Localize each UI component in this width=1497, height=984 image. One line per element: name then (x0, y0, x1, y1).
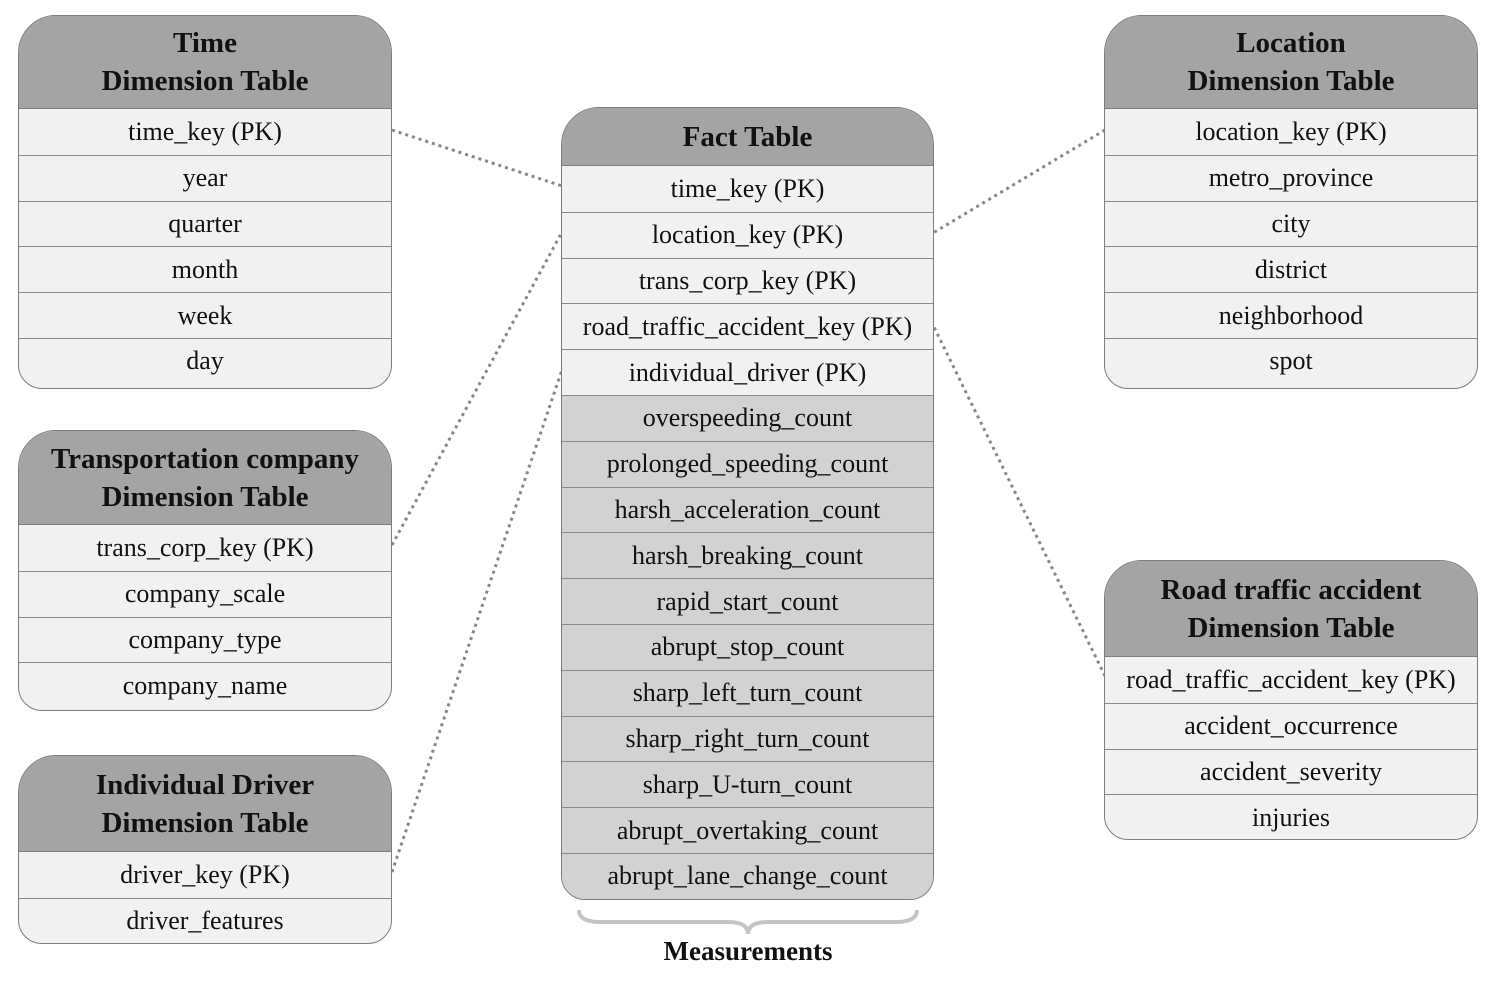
location-table-title-line1: Location (1236, 27, 1346, 59)
transport-table-title-line2: Dimension Table (101, 480, 309, 513)
driver-table-title-line2: Dimension Table (101, 806, 309, 839)
transport-table-row: company_name (19, 662, 391, 708)
location-table-row: metro_province (1105, 154, 1477, 201)
fact-measure-row: sharp_U-turn_count (562, 761, 933, 808)
transport-table-row: trans_corp_key (PK) (96, 532, 314, 562)
accident-table-row: accident_severity (1105, 748, 1477, 795)
fact-measure-row: abrupt_stop_count (562, 623, 933, 670)
fact-measure-row: harsh_breaking_count (562, 532, 933, 579)
time-table-row: time_key (PK) (128, 116, 282, 146)
accident-table-title-line2: Dimension Table (1187, 611, 1395, 644)
fact-measure-row: rapid_start_count (562, 578, 933, 624)
fact-measure-row: abrupt_lane_change_count (562, 852, 933, 899)
transport-table-row: company_scale (19, 570, 391, 617)
time-dimension-table: Time Dimension Table time_key (PK) year … (18, 15, 392, 389)
accident-table-header: Road traffic accident Dimension Table (1105, 561, 1477, 657)
driver-table-header: Individual Driver Dimension Table (19, 756, 391, 852)
transport-table-header: Transportation company Dimension Table (19, 431, 391, 525)
fact-key-row: individual_driver (PK) (562, 349, 933, 395)
fact-key-row: road_traffic_accident_key (PK) (562, 303, 933, 349)
time-table-row: month (19, 246, 391, 292)
location-table-row: district (1105, 246, 1477, 292)
driver-table-title-line1: Individual Driver (95, 768, 315, 801)
road-traffic-accident-dimension-table: Road traffic accident Dimension Table ro… (1104, 560, 1478, 840)
driver-table-row: driver_features (19, 897, 391, 943)
measurements-label: Measurements (663, 936, 833, 966)
transport-table-title-line1: Transportation company (50, 442, 359, 475)
time-table-header: Time Dimension Table (19, 16, 391, 109)
fact-measure-row: overspeeding_count (562, 394, 933, 441)
accident-table-title-line1: Road traffic accident (1160, 573, 1422, 606)
fact-table-title: Fact Table (682, 120, 813, 153)
measurements-brace (577, 909, 919, 935)
fact-measure-row: sharp_left_turn_count (562, 669, 933, 716)
fact-key-row: location_key (PK) (562, 211, 933, 258)
connector-driver-fact (390, 369, 564, 873)
connector-accident-fact (931, 324, 1107, 677)
time-table-row: quarter (19, 200, 391, 247)
time-table-title-line2: Dimension Table (101, 65, 309, 97)
fact-table: Fact Table time_key (PK) location_key (P… (561, 107, 934, 900)
location-table-row: location_key (PK) (1195, 116, 1387, 146)
accident-table-row: accident_occurrence (1105, 702, 1477, 749)
fact-table-header: Fact Table (562, 108, 933, 166)
fact-measure-row: abrupt_overtaking_count (562, 807, 933, 853)
fact-measure-row: prolonged_speeding_count (562, 440, 933, 487)
connector-location-fact (932, 128, 1106, 235)
fact-key-row: time_key (PK) (670, 173, 825, 203)
location-table-row: city (1105, 200, 1477, 247)
connector-transport-fact (390, 231, 564, 546)
transport-table-row: company_type (19, 616, 391, 663)
connector-time-fact (391, 128, 563, 188)
fact-measure-row: harsh_acceleration_count (562, 486, 933, 533)
fact-measure-row: sharp_right_turn_count (562, 715, 933, 762)
accident-table-row: road_traffic_accident_key (PK) (1126, 664, 1456, 694)
location-table-row: neighborhood (1105, 292, 1477, 338)
fact-key-row: trans_corp_key (PK) (562, 257, 933, 304)
accident-table-row: injuries (1105, 794, 1477, 839)
individual-driver-dimension-table: Individual Driver Dimension Table driver… (18, 755, 392, 944)
location-dimension-table: Location Dimension Table location_key (P… (1104, 15, 1478, 389)
location-table-title-line2: Dimension Table (1187, 65, 1395, 97)
driver-table-row: driver_key (PK) (120, 859, 290, 889)
time-table-title-line1: Time (173, 27, 237, 59)
transport-company-dimension-table: Transportation company Dimension Table t… (18, 430, 392, 711)
time-table-row: week (19, 292, 391, 338)
time-table-row: year (19, 154, 391, 201)
location-table-header: Location Dimension Table (1105, 16, 1477, 109)
location-table-row: spot (1105, 337, 1477, 384)
time-table-row: day (19, 337, 391, 384)
